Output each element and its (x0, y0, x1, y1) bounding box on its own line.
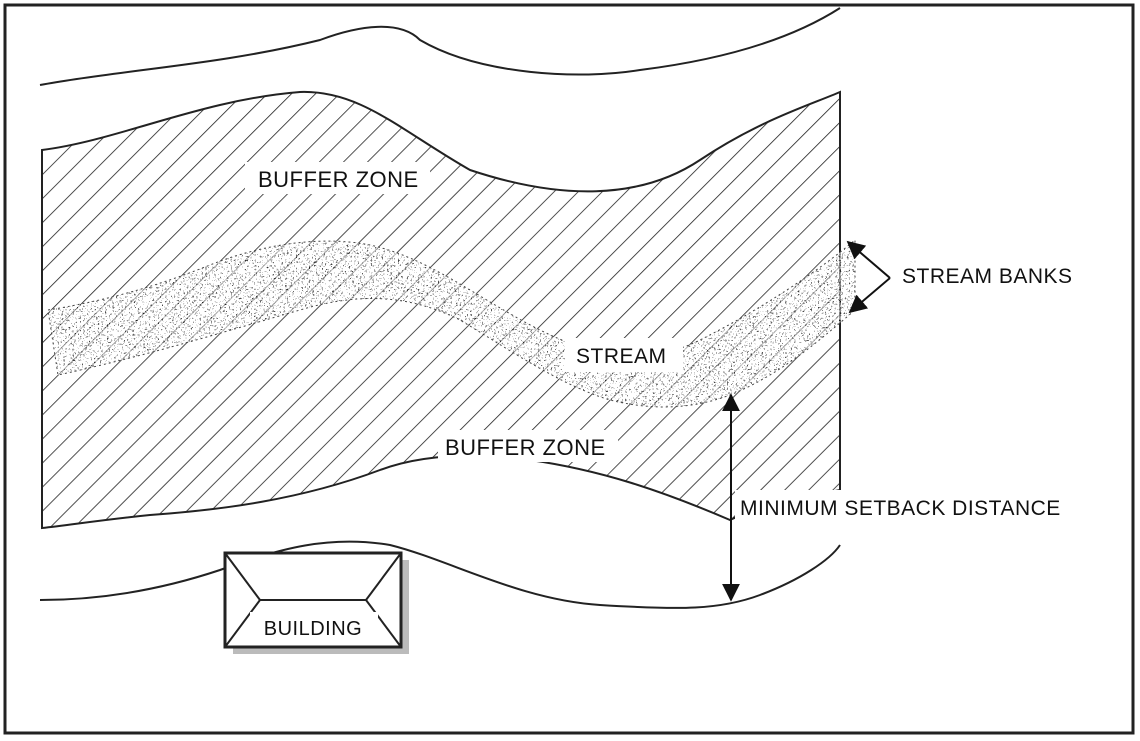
stream-banks-label: STREAM BANKS (902, 265, 1073, 288)
building-label: BUILDING (264, 618, 362, 640)
setback-label-bg (735, 490, 1100, 526)
stream-banks-bracket (846, 240, 891, 314)
buffer-zone-bottom-label: BUFFER ZONE (445, 435, 606, 460)
setback-distance-label: MINIMUM SETBACK DISTANCE (740, 497, 1061, 520)
stream-label-bg (565, 338, 683, 372)
top-boundary-line (39, 7, 841, 86)
stream-banks-label-bg (895, 258, 1095, 292)
bottom-boundary-line (39, 540, 841, 609)
stream-label: STREAM (576, 345, 667, 368)
buffer-zone-top-label-bg (245, 162, 430, 194)
buffer-zone-bottom-label-bg (438, 430, 618, 462)
building: BUILDING (223, 551, 409, 654)
buffer-zone-top-label: BUFFER ZONE (258, 167, 419, 192)
